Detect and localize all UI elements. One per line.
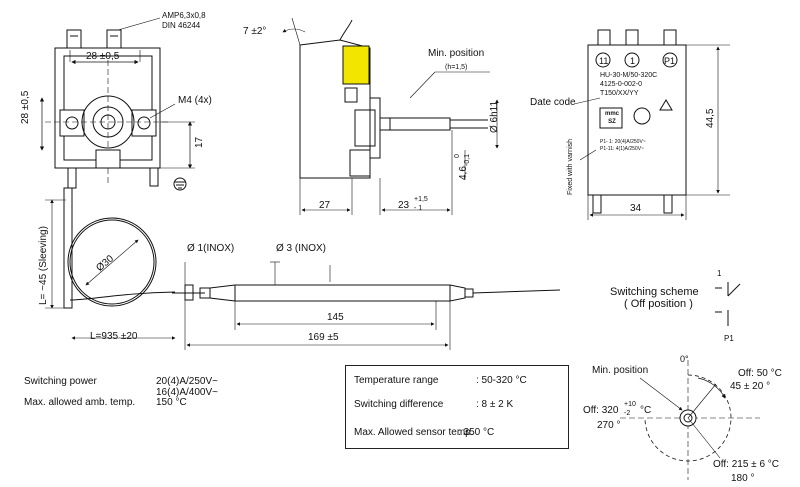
dim-34-label: 34 xyxy=(630,203,642,214)
dim-27-label: 27 xyxy=(319,200,331,211)
dial-off-320-tol-upper: +10 xyxy=(624,401,636,408)
screw-spec-label: M4 (4x) xyxy=(178,95,212,106)
dial-off-215-label: Off: 215 ± 6 °C xyxy=(713,459,780,470)
date-code-label: Date code xyxy=(530,97,576,108)
spec-label-switching-diff: Switching difference xyxy=(354,399,444,410)
back-view xyxy=(573,29,730,220)
dim-169-label: 169 ±5 xyxy=(308,332,339,343)
front-view xyxy=(39,17,195,191)
dim-23-tol-upper: +1,5 xyxy=(414,196,428,203)
elec-label-max-amb-temp: Max. allowed amb. temp. xyxy=(24,397,136,408)
flat-tol-lower: -0,1 xyxy=(464,153,471,166)
model-line: HU-30-M/50-320C xyxy=(600,72,658,79)
switching-scheme-subtitle: ( Off position ) xyxy=(624,298,693,310)
rating-line-1: P1- 1: 20(4)A/250V~ xyxy=(600,139,646,145)
terminal-label-11: 11 xyxy=(599,56,609,66)
elec-value-switching-power-1: 20(4)A/250V~ xyxy=(156,376,218,387)
elec-value-max-amb-temp: 150 °C xyxy=(156,397,187,408)
elec-label-switching-power: Switching power xyxy=(24,376,97,387)
dial-off-50-label: Off: 50 °C xyxy=(738,368,782,379)
spec-value-temp-range: : 50-320 °C xyxy=(476,375,527,386)
spec-label-max-sensor-temp: Max. Allowed sensor temp. xyxy=(354,427,474,438)
terminal-label-p1: P1 xyxy=(664,56,676,66)
spec-table: Temperature range : 50-320 °C Switching … xyxy=(345,365,569,449)
dim-23-tol-lower: - 1 xyxy=(414,205,423,212)
min-position-label: Min. position xyxy=(428,48,485,59)
temp-line: T150/XX/YY xyxy=(600,90,639,97)
capillary-coil xyxy=(45,187,561,350)
dial-off-320-tol-lower: -2 xyxy=(624,410,631,417)
yellow-label xyxy=(342,45,370,85)
capillary-length-label: L=935 ±20 xyxy=(90,331,138,342)
dial-min-position-label: Min. position xyxy=(592,365,649,376)
dial-angle-270-label: 270 ° xyxy=(597,420,621,431)
sleeving-label: L= ~45 (Sleeving) xyxy=(38,226,49,305)
inox-3-label: Ø 3 (INOX) xyxy=(276,243,327,254)
varnish-label: Fixed with varnish xyxy=(567,138,574,195)
dial-diagram xyxy=(620,360,760,480)
dial-angle-45-label: 45 ± 20 ° xyxy=(730,381,771,392)
switching-scheme-title: Switching scheme xyxy=(610,286,699,298)
dial-angle-180-label: 180 ° xyxy=(731,473,755,484)
connector-left xyxy=(66,29,82,49)
tilt-angle-label: 7 ±2° xyxy=(243,26,267,37)
dim-44-5-label: 44,5 xyxy=(705,108,716,128)
connector-spec-label: AMP6,3x0,8 xyxy=(162,11,206,20)
scheme-terminal-1: 1 xyxy=(717,269,722,278)
front-height-dimension: 28 ±0,5 xyxy=(20,90,31,124)
spec-value-max-sensor-temp: : 350 °C xyxy=(458,427,495,438)
spec-label-temp-range: Temperature range xyxy=(354,375,439,386)
rating-line-2: P1-11: 4(1)A/250V~ xyxy=(600,146,644,152)
shaft-diameter-label: Ø 6h11 xyxy=(489,100,500,133)
connector-right xyxy=(106,29,122,49)
terminal-label-1: 1 xyxy=(630,56,636,66)
elec-value-switching-power-2: 16(4)A/400V~ xyxy=(156,387,218,398)
scheme-terminal-p1: P1 xyxy=(724,334,734,343)
dim-23-label: 23 xyxy=(398,200,410,211)
code-line: 4125-0-002-0 xyxy=(600,81,643,88)
dial-zero-label: 0° xyxy=(680,354,689,364)
front-width-dimension: 28 ±0,5 xyxy=(86,51,120,62)
dial-off-320-label: Off: 320 xyxy=(583,405,619,416)
dial-off-320-unit: °C xyxy=(640,405,652,416)
brand-logo: mmc SZ xyxy=(604,111,619,125)
switching-scheme-symbol xyxy=(715,282,741,326)
side-view xyxy=(282,17,499,215)
dim-145-label: 145 xyxy=(327,312,344,323)
spec-value-switching-diff: : 8 ± 2 K xyxy=(476,399,514,410)
dim-17-label: 17 xyxy=(194,136,205,148)
din-standard-label: DIN 46244 xyxy=(162,21,201,30)
inox-1-label: Ø 1(INOX) xyxy=(187,243,235,254)
flat-dimension-label: 4,6 xyxy=(458,166,469,180)
min-position-h-label: (h=1,5) xyxy=(445,64,468,71)
